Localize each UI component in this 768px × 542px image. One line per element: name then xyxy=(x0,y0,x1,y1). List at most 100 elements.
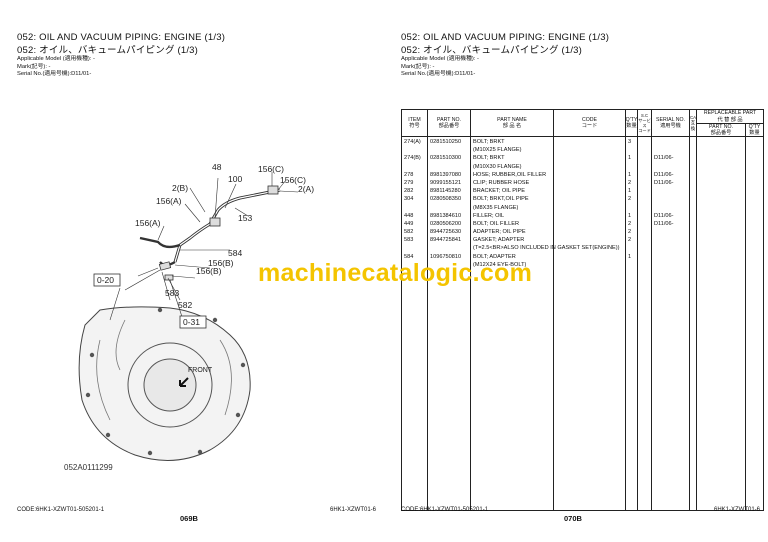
label-0-31: 0-31 xyxy=(183,317,200,327)
label-153: 153 xyxy=(238,213,252,223)
label-583: 583 xyxy=(165,288,179,298)
box-0-20 xyxy=(93,273,121,287)
cell-item: 584 xyxy=(404,253,414,260)
cell-qty: 1 xyxy=(628,171,632,178)
cell-qty: 2 xyxy=(628,196,632,203)
housing-ribs xyxy=(96,319,232,421)
label-584: 584 xyxy=(228,248,242,258)
cell-name: BRACKET; OIL PIPE xyxy=(473,188,526,195)
left-page-number: 069B xyxy=(180,514,198,523)
right-serial-no: Serial No.(適用号機):D11/01- xyxy=(401,71,476,77)
right-page-number: 070B xyxy=(564,514,582,523)
cell-name: HOSE; RUBBER,OIL FILLER xyxy=(473,171,547,178)
cell-name: GASKET; ADAPTER xyxy=(473,237,525,244)
left-title-en: 052: OIL AND VACUUM PIPING: ENGINE (1/3) xyxy=(17,32,226,43)
right-title-jp: 052: オイル、バキュームパイピング (1/3) xyxy=(401,45,583,56)
leader-lines xyxy=(109,172,299,327)
housing-ring xyxy=(127,342,213,428)
flange-bolts xyxy=(85,307,246,456)
label-100: 100 xyxy=(228,174,242,184)
left-applicable-model: Applicable Model (適用機種): - xyxy=(17,56,95,62)
cell-qty: 3 xyxy=(628,139,632,145)
cell-name: (M12X24 EYE-BOLT) xyxy=(473,261,527,268)
col-serial: SERIAL NO.適用号機 xyxy=(652,110,690,136)
cell-part-no: 8944725841 xyxy=(430,237,462,244)
cell-part-no: 1096750810 xyxy=(430,253,462,260)
cell-part-no: 0280508350 xyxy=(430,196,462,203)
left-footer-right: 6HK1-XZWT01-6 xyxy=(330,507,377,513)
left-footer-code: CODE:6HK1-XZWT01-505201-1 xyxy=(17,507,105,513)
cell-qty: 2 xyxy=(628,237,632,244)
cell-qty: 2 xyxy=(628,179,632,186)
cell-serial: D11/06- xyxy=(654,179,674,186)
cell-name: BOLT; BRKT,OIL PIPE xyxy=(473,196,529,203)
divider xyxy=(745,136,746,510)
label-582: 582 xyxy=(178,300,192,310)
cell-item: 448 xyxy=(404,212,414,219)
cell-item: 282 xyxy=(404,188,414,195)
cell-part-no: 0281510300 xyxy=(430,155,462,162)
table-row: 584 1096750810 BOLT; ADAPTER 1 xyxy=(402,253,763,261)
cell-qty: 2 xyxy=(628,229,632,236)
cell-part-no: 0281510250 xyxy=(430,139,462,145)
label-156c-b: 156(C) xyxy=(280,175,306,185)
cell-name: CLIP; RUBBER HOSE xyxy=(473,179,530,186)
right-page: 052: OIL AND VACUUM PIPING: ENGINE (1/3)… xyxy=(384,0,768,542)
adapter-582 xyxy=(158,261,172,271)
cell-part-no: 8944725630 xyxy=(430,229,462,236)
table-row: (M10X25 FLANGE) xyxy=(402,146,763,154)
label-2b: 2(B) xyxy=(172,183,188,193)
cell-name: ADAPTER; OIL PIPE xyxy=(473,229,526,236)
table-row: 582 8944725630 ADAPTER; OIL PIPE 2 xyxy=(402,228,763,236)
cell-serial: D11/06- xyxy=(654,171,674,178)
cell-item: 583 xyxy=(404,237,414,244)
label-48: 48 xyxy=(212,162,222,172)
label-156b-b: 156(B) xyxy=(196,266,222,276)
cell-part-no: 0280506200 xyxy=(430,220,462,227)
cell-item: 582 xyxy=(404,229,414,236)
cell-name: BOLT; OIL FILLER xyxy=(473,220,520,227)
bracket-48 xyxy=(209,217,221,227)
cell-part-no: 9099155121 xyxy=(430,179,462,186)
label-front: FRONT xyxy=(188,367,213,374)
left-title-jp: 052: オイル、バキュームパイピング (1/3) xyxy=(17,45,199,56)
label-156c-a: 156(C) xyxy=(258,164,284,174)
label-156a-a: 156(A) xyxy=(156,196,182,206)
cell-part-no: 8981384610 xyxy=(430,212,462,219)
right-title-en: 052: OIL AND VACUUM PIPING: ENGINE (1/3) xyxy=(401,32,610,43)
label-156a-b: 156(A) xyxy=(135,218,161,228)
cell-name: (M10X25 FLANGE) xyxy=(473,147,522,154)
cell-name: FILLER; OIL xyxy=(473,212,505,219)
col-part-no: PART NO.部品番号 xyxy=(428,110,471,136)
cell-serial: D11/06- xyxy=(654,155,674,162)
table-row: (M10X30 FLANGE) xyxy=(402,163,763,171)
cell-name: BOLT; ADAPTER xyxy=(473,253,516,260)
cell-item: 274(B) xyxy=(404,155,421,162)
cell-item: 274(A) xyxy=(404,139,421,145)
figure-code: 052A0111299 xyxy=(64,463,113,472)
box-0-31 xyxy=(179,315,207,329)
cell-qty: 1 xyxy=(628,155,632,162)
cell-name: BOLT; BRKT xyxy=(473,139,505,145)
cell-part-no: 8981145280 xyxy=(430,188,461,195)
cell-qty: 1 xyxy=(628,253,632,260)
parts-diagram: 48 100 156(C) 156(C) 2(A) 2(B) 156(A) 15… xyxy=(78,162,314,461)
table-row: 274(A) 0281510250 BOLT; BRKT 3 xyxy=(402,138,763,146)
vacuum-pipe xyxy=(139,236,181,249)
divider xyxy=(553,136,554,510)
label-0-20: 0-20 xyxy=(97,275,114,285)
housing-bore xyxy=(143,358,197,412)
label-156b-a: 156(B) xyxy=(208,258,234,268)
cell-part-no: 8981397080 xyxy=(430,171,462,178)
